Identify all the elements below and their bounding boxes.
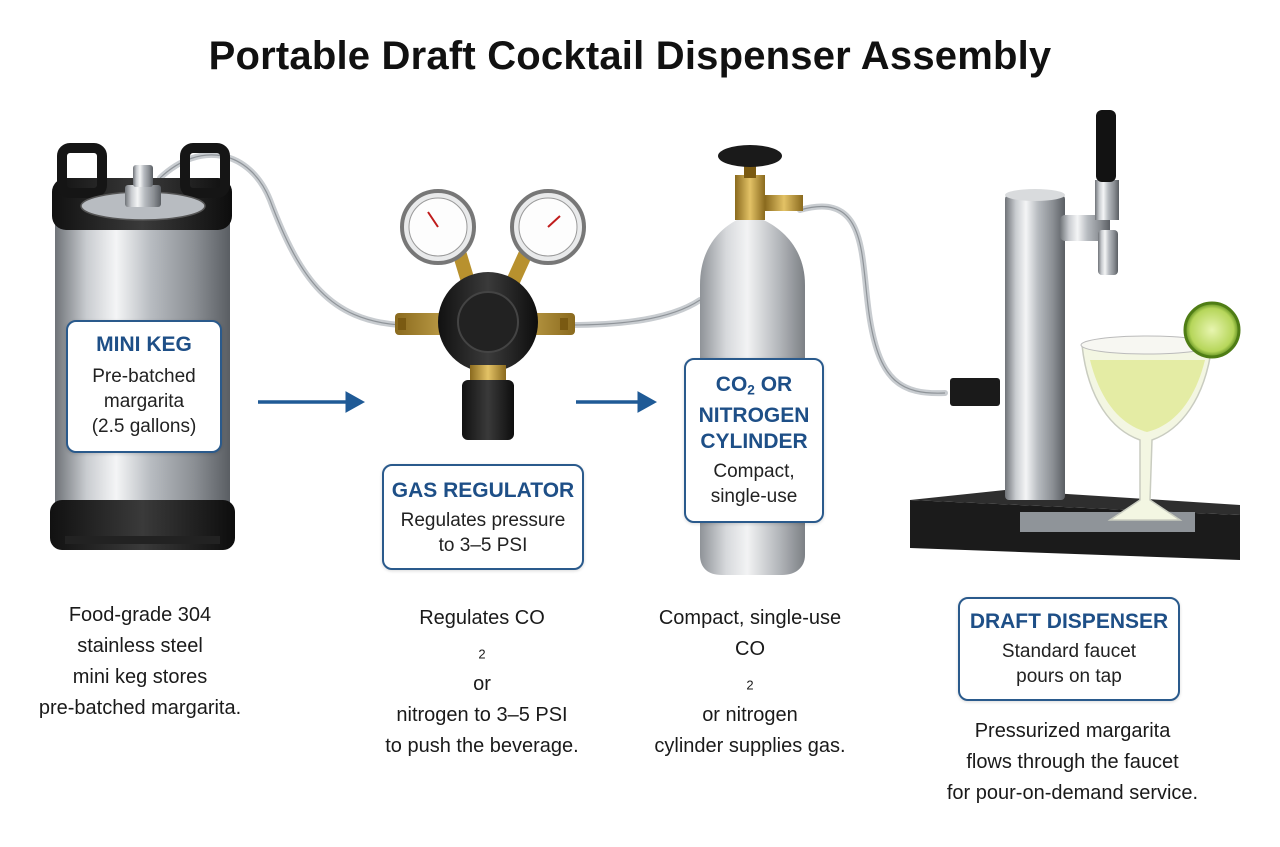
mini-keg-label: MINI KEG Pre-batched margarita (2.5 gall… (66, 320, 222, 453)
flow-arrow-icon (258, 391, 658, 413)
draft-dispenser-line: Standard faucet (1001, 641, 1137, 662)
cylinder-line: single-use (710, 486, 798, 508)
cylinder-heading: CO2 OR (715, 373, 793, 398)
draft-dispenser-heading: DRAFT DISPENSER (969, 610, 1169, 633)
gas-regulator-line: Regulates pressure (400, 510, 566, 531)
page-title: Portable Draft Cocktail Dispenser Assemb… (208, 34, 1052, 78)
cylinder-label: CO2 OR NITROGEN CYLINDER Compact, single… (684, 358, 824, 524)
gas-regulator-heading: GAS REGULATOR (391, 479, 575, 502)
cylinder-line: Compact, (713, 461, 795, 483)
margarita-glass-icon (1080, 301, 1241, 521)
gas-regulator-label: GAS REGULATOR Regulates pressure to 3–5 … (382, 464, 584, 570)
gas-regulator-icon (395, 248, 575, 440)
draft-dispenser-label: DRAFT DISPENSER Standard faucet pours on… (958, 597, 1180, 701)
cylinder-heading: CYLINDER (700, 430, 808, 454)
draft-dispenser-line: pours on tap (1016, 666, 1122, 687)
cylinder-heading: NITROGEN (698, 404, 810, 428)
pressure-gauge-icon (400, 189, 586, 265)
draft-dispenser-caption: Pressurized margarita flows through the … (946, 720, 1199, 804)
gas-regulator-line: to 3–5 PSI (438, 535, 528, 556)
mini-keg-line: Pre-batched (92, 366, 196, 387)
mini-keg-heading: MINI KEG (96, 333, 192, 356)
mini-keg-line: (2.5 gallons) (91, 416, 197, 437)
mini-keg-line: margarita (103, 391, 185, 412)
mini-keg-caption: Food-grade 304 stainless steel mini keg … (38, 604, 242, 719)
